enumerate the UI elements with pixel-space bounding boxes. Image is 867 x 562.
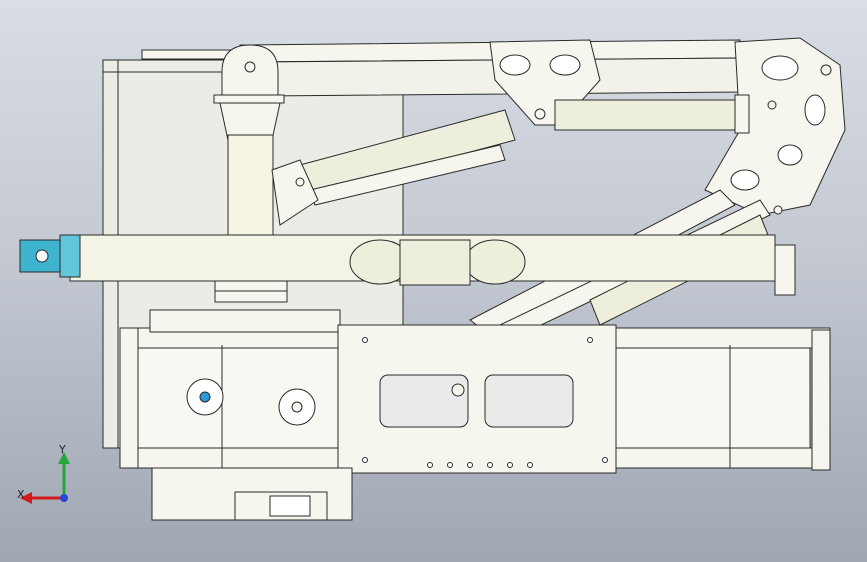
- front-mount-plate: [337, 324, 617, 474]
- axis-triad: [20, 452, 70, 504]
- horizontal-tube: [69, 234, 796, 296]
- x-axis-label: X: [17, 488, 25, 501]
- y-axis-label: Y: [59, 443, 66, 456]
- sprocket-right: [278, 388, 316, 426]
- hydraulic-motor: [19, 234, 81, 278]
- z-axis-dot: [60, 494, 68, 502]
- y-axis-arrowhead: [58, 452, 70, 464]
- pivot-block-left: [213, 44, 285, 141]
- hydraulic-cylinder-top: [554, 94, 750, 134]
- sprocket-left: [186, 378, 224, 416]
- bottom-bracket: [151, 467, 353, 521]
- hydraulic-cylinder-upper: [271, 109, 516, 226]
- x-axis-arrowhead: [20, 492, 32, 504]
- arm-plate-right: [704, 37, 846, 216]
